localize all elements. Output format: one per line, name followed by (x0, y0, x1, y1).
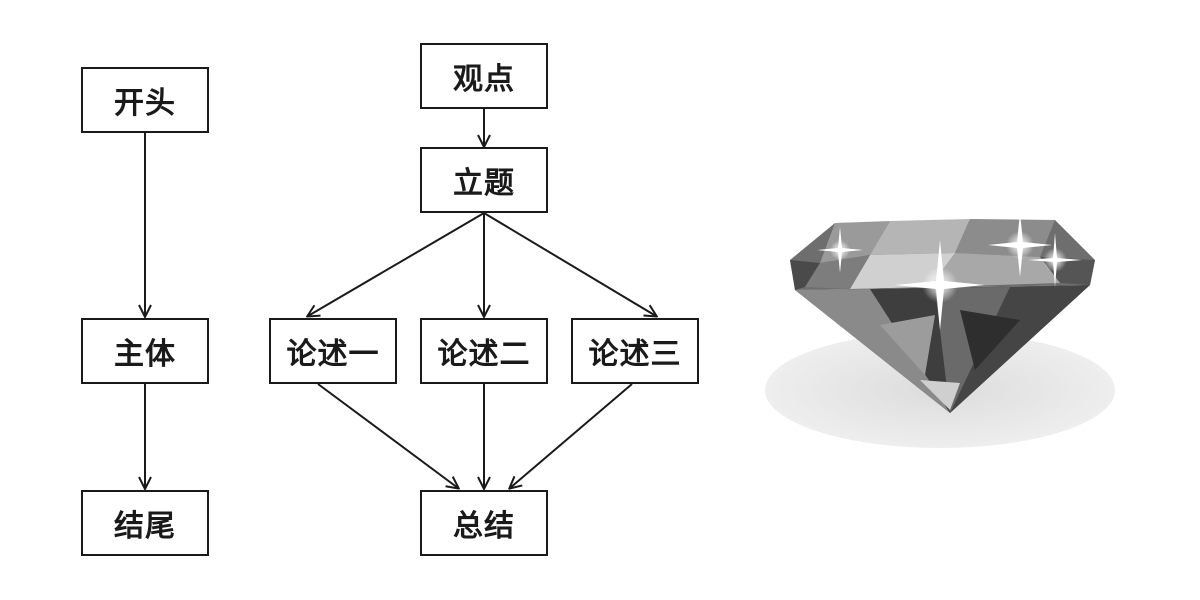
node-end: 结尾 (81, 490, 209, 556)
node-thesis-label: 立题 (453, 166, 515, 201)
arrow-arg1-to-summary (317, 383, 458, 488)
node-thesis: 立题 (420, 147, 548, 213)
node-end-label: 结尾 (114, 509, 176, 544)
node-argument-3: 论述三 (571, 318, 699, 384)
node-argument-1-label: 论述一 (286, 337, 380, 372)
node-argument-2: 论述二 (420, 318, 548, 384)
node-summary: 总结 (420, 490, 548, 556)
node-body: 主体 (81, 318, 209, 384)
node-start-label: 开头 (114, 86, 176, 121)
node-body-label: 主体 (114, 337, 176, 372)
diamond-sparkles (817, 213, 1082, 330)
diamond-icon (765, 213, 1115, 448)
node-viewpoint-label: 观点 (453, 62, 515, 97)
node-start: 开头 (81, 67, 209, 133)
arrow-thesis-to-arg3 (483, 212, 656, 316)
node-argument-3-label: 论述三 (588, 337, 682, 372)
arrow-thesis-to-arg1 (308, 212, 485, 316)
node-argument-1: 论述一 (269, 318, 397, 384)
node-summary-label: 总结 (453, 509, 515, 544)
node-viewpoint: 观点 (420, 43, 548, 109)
arrow-arg3-to-summary (510, 383, 633, 488)
node-argument-2-label: 论述二 (437, 337, 531, 372)
